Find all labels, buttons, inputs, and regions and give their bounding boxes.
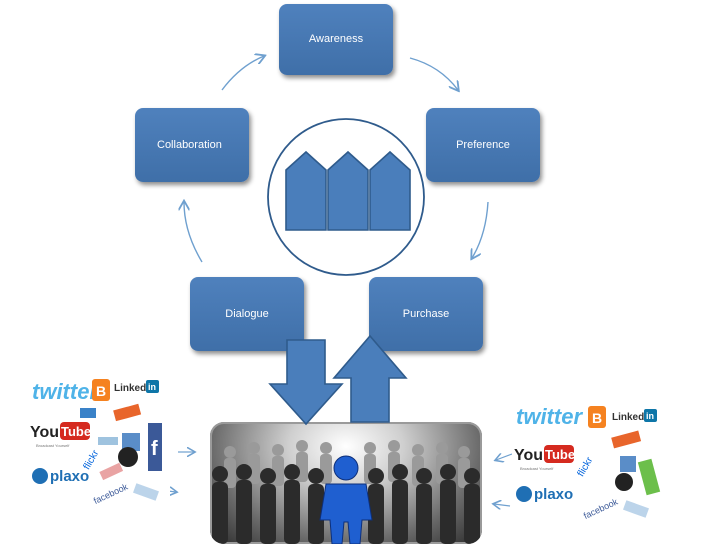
- youtube-tube-box: [60, 422, 90, 440]
- arrow-right-logos-to-crowd-2: [494, 504, 511, 506]
- node-collaboration-label: Collaboration: [157, 138, 222, 151]
- person-icon-highlight: [319, 455, 373, 544]
- myspace-badge-right: [615, 473, 633, 491]
- youtube-tube-box-right: [544, 445, 574, 463]
- social-logos-left: twitter B Linked in You Tube Broadcast Y…: [30, 375, 170, 515]
- node-collaboration: Collaboration: [135, 108, 249, 182]
- youtube-sub: Broadcast Yourself: [36, 443, 70, 448]
- linkedin-logo-right: Linked: [612, 412, 644, 423]
- house-icon-middle: [327, 150, 369, 231]
- node-awareness-label: Awareness: [308, 33, 364, 45]
- delicious-badge-right: [620, 456, 636, 472]
- down-arrow-icon: [268, 339, 344, 426]
- orange-badge-right: [611, 430, 642, 449]
- node-preference: Preference: [426, 108, 540, 182]
- misc-badge-1: [133, 483, 159, 501]
- facebook-f-box: [148, 423, 162, 471]
- node-purchase-label: Purchase: [402, 307, 450, 320]
- twitter-logo: twitter: [32, 379, 99, 404]
- linkedin-in-right: in: [646, 411, 654, 421]
- social-logos-right-art: twitter B Linked in You Tube Broadcast Y…: [514, 404, 661, 521]
- arrow-dialogue-to-collaboration: [184, 202, 203, 263]
- blogger-letter: B: [96, 383, 106, 399]
- plaxo-logo-right: plaxo: [534, 486, 573, 503]
- flickr-badge: [80, 408, 96, 418]
- youtube-tube-right: Tube: [545, 447, 575, 462]
- plaxo-circle-right: [516, 486, 532, 502]
- arrow-right-logos-to-crowd-1: [496, 454, 513, 460]
- youtube-tube: Tube: [61, 424, 91, 439]
- blogger-logo: [92, 379, 110, 401]
- myspace-badge: [118, 447, 138, 467]
- linkedin-badge-right: [644, 409, 657, 422]
- plaxo-circle: [32, 468, 48, 484]
- twitter-logo-right: twitter: [516, 404, 583, 429]
- blogger-letter-right: B: [592, 410, 602, 426]
- up-arrow-icon: [332, 334, 408, 423]
- delicious-badge: [122, 433, 140, 451]
- crowd-image: [210, 422, 482, 544]
- orange-badge: [113, 403, 142, 422]
- node-dialogue: Dialogue: [190, 277, 304, 351]
- youtube-sub-right: Broadcast Yourself: [520, 466, 554, 471]
- youtube-you: You: [30, 424, 59, 441]
- linkedin-logo: Linked: [114, 383, 146, 394]
- node-dialogue-label: Dialogue: [225, 307, 269, 320]
- social-logos-right: twitter B Linked in You Tube Broadcast Y…: [512, 400, 662, 521]
- node-awareness: Awareness: [279, 4, 393, 75]
- green-badge-right: [637, 458, 661, 496]
- digg-badge: [98, 437, 118, 445]
- node-purchase: Purchase: [369, 277, 483, 351]
- center-emblem: [267, 118, 425, 276]
- blogger-logo-right: [588, 406, 606, 428]
- arrow-collaboration-to-awareness: [221, 56, 264, 91]
- node-preference-label: Preference: [456, 138, 510, 151]
- facebook-f: f: [151, 438, 158, 460]
- house-icon-left: [285, 150, 327, 231]
- house-icon-right: [369, 150, 411, 231]
- linkedin-in: in: [148, 382, 156, 392]
- misc-badge-2: [99, 462, 124, 481]
- plaxo-logo: plaxo: [50, 468, 89, 485]
- arrow-awareness-to-preference: [409, 57, 458, 90]
- crowd-silhouettes-front: [212, 464, 480, 544]
- crowd-art: [212, 440, 480, 544]
- social-logos-left-art: twitter B Linked in You Tube Broadcast Y…: [30, 379, 162, 506]
- linkedin-badge: [146, 380, 159, 393]
- misc-badge-right: [623, 500, 649, 518]
- youtube-you-right: You: [514, 447, 543, 464]
- arrow-preference-to-purchase: [472, 201, 489, 258]
